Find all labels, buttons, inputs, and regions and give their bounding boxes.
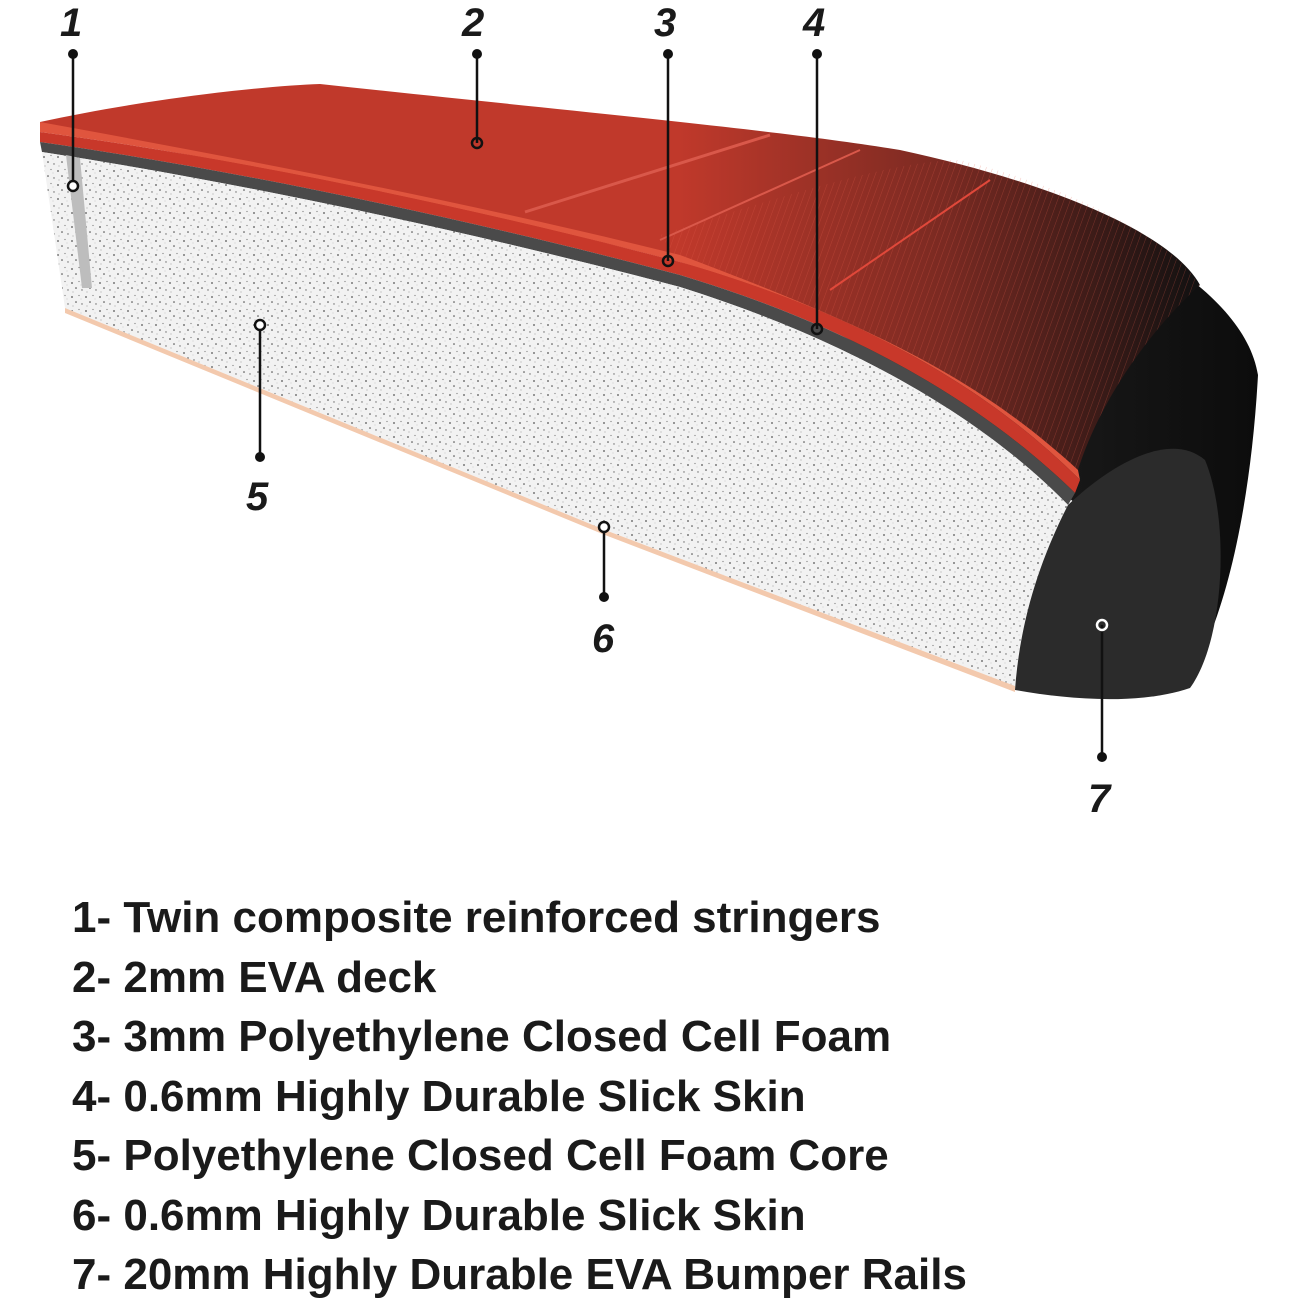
legend-text: 0.6mm Highly Durable Slick Skin [123,1071,806,1121]
legend-item-1: 1- Twin composite reinforced stringers [72,888,967,948]
legend-item-5: 5- Polyethylene Closed Cell Foam Core [72,1126,967,1186]
callout-number-1: 1 [60,1,82,45]
legend-number: 5- [72,1131,112,1180]
callout-7: 7 [1088,618,1112,821]
legend-text: 20mm Highly Durable EVA Bumper Rails [123,1250,967,1299]
deck-panel-seam-3 [829,179,991,291]
deck-panel-seam [524,133,771,214]
callout-number-3: 3 [654,1,676,45]
foam-core [42,152,1068,686]
deck-texture [660,160,1200,470]
legend-number: 7- [72,1250,112,1299]
callout-5: 5 [246,318,269,519]
legend-text: 2mm EVA deck [123,952,437,1002]
legend-item-6: 6- 0.6mm Highly Durable Slick Skin [72,1186,967,1246]
legend-number: 4- [72,1071,112,1121]
bottom-slick-skin [65,308,1015,692]
callout-number-2: 2 [461,1,484,45]
legend-number: 3- [72,1012,112,1061]
legend-number: 6- [72,1190,112,1240]
callout-3: 3 [654,1,676,268]
layer-legend: 1- Twin composite reinforced stringers 2… [72,888,967,1305]
legend-text: Polyethylene Closed Cell Foam Core [123,1131,889,1180]
legend-item-7: 7- 20mm Highly Durable EVA Bumper Rails [72,1245,967,1305]
legend-text: 3mm Polyethylene Closed Cell Foam [123,1012,892,1061]
callout-number-4: 4 [802,1,825,45]
board-cross-section-diagram: 1 2 3 4 5 6 7 [40,1,1258,821]
legend-number: 1- [72,893,112,942]
legend-item-3: 3- 3mm Polyethylene Closed Cell Foam [72,1007,967,1067]
legend-text: 0.6mm Highly Durable Slick Skin [123,1190,806,1240]
callout-number-7: 7 [1088,777,1112,821]
callout-1: 1 [60,1,82,193]
callout-number-5: 5 [246,475,269,519]
callout-6: 6 [592,520,615,661]
callout-2: 2 [461,1,484,150]
legend-number: 2- [72,952,112,1002]
legend-text: Twin composite reinforced stringers [123,893,881,942]
callout-4: 4 [802,1,825,336]
bumper-rail-end [1015,448,1221,700]
callout-number-6: 6 [592,617,615,661]
legend-item-4: 4- 0.6mm Highly Durable Slick Skin [72,1067,967,1127]
deck-panel-seam-2 [659,149,861,241]
legend-item-2: 2- 2mm EVA deck [72,948,967,1008]
